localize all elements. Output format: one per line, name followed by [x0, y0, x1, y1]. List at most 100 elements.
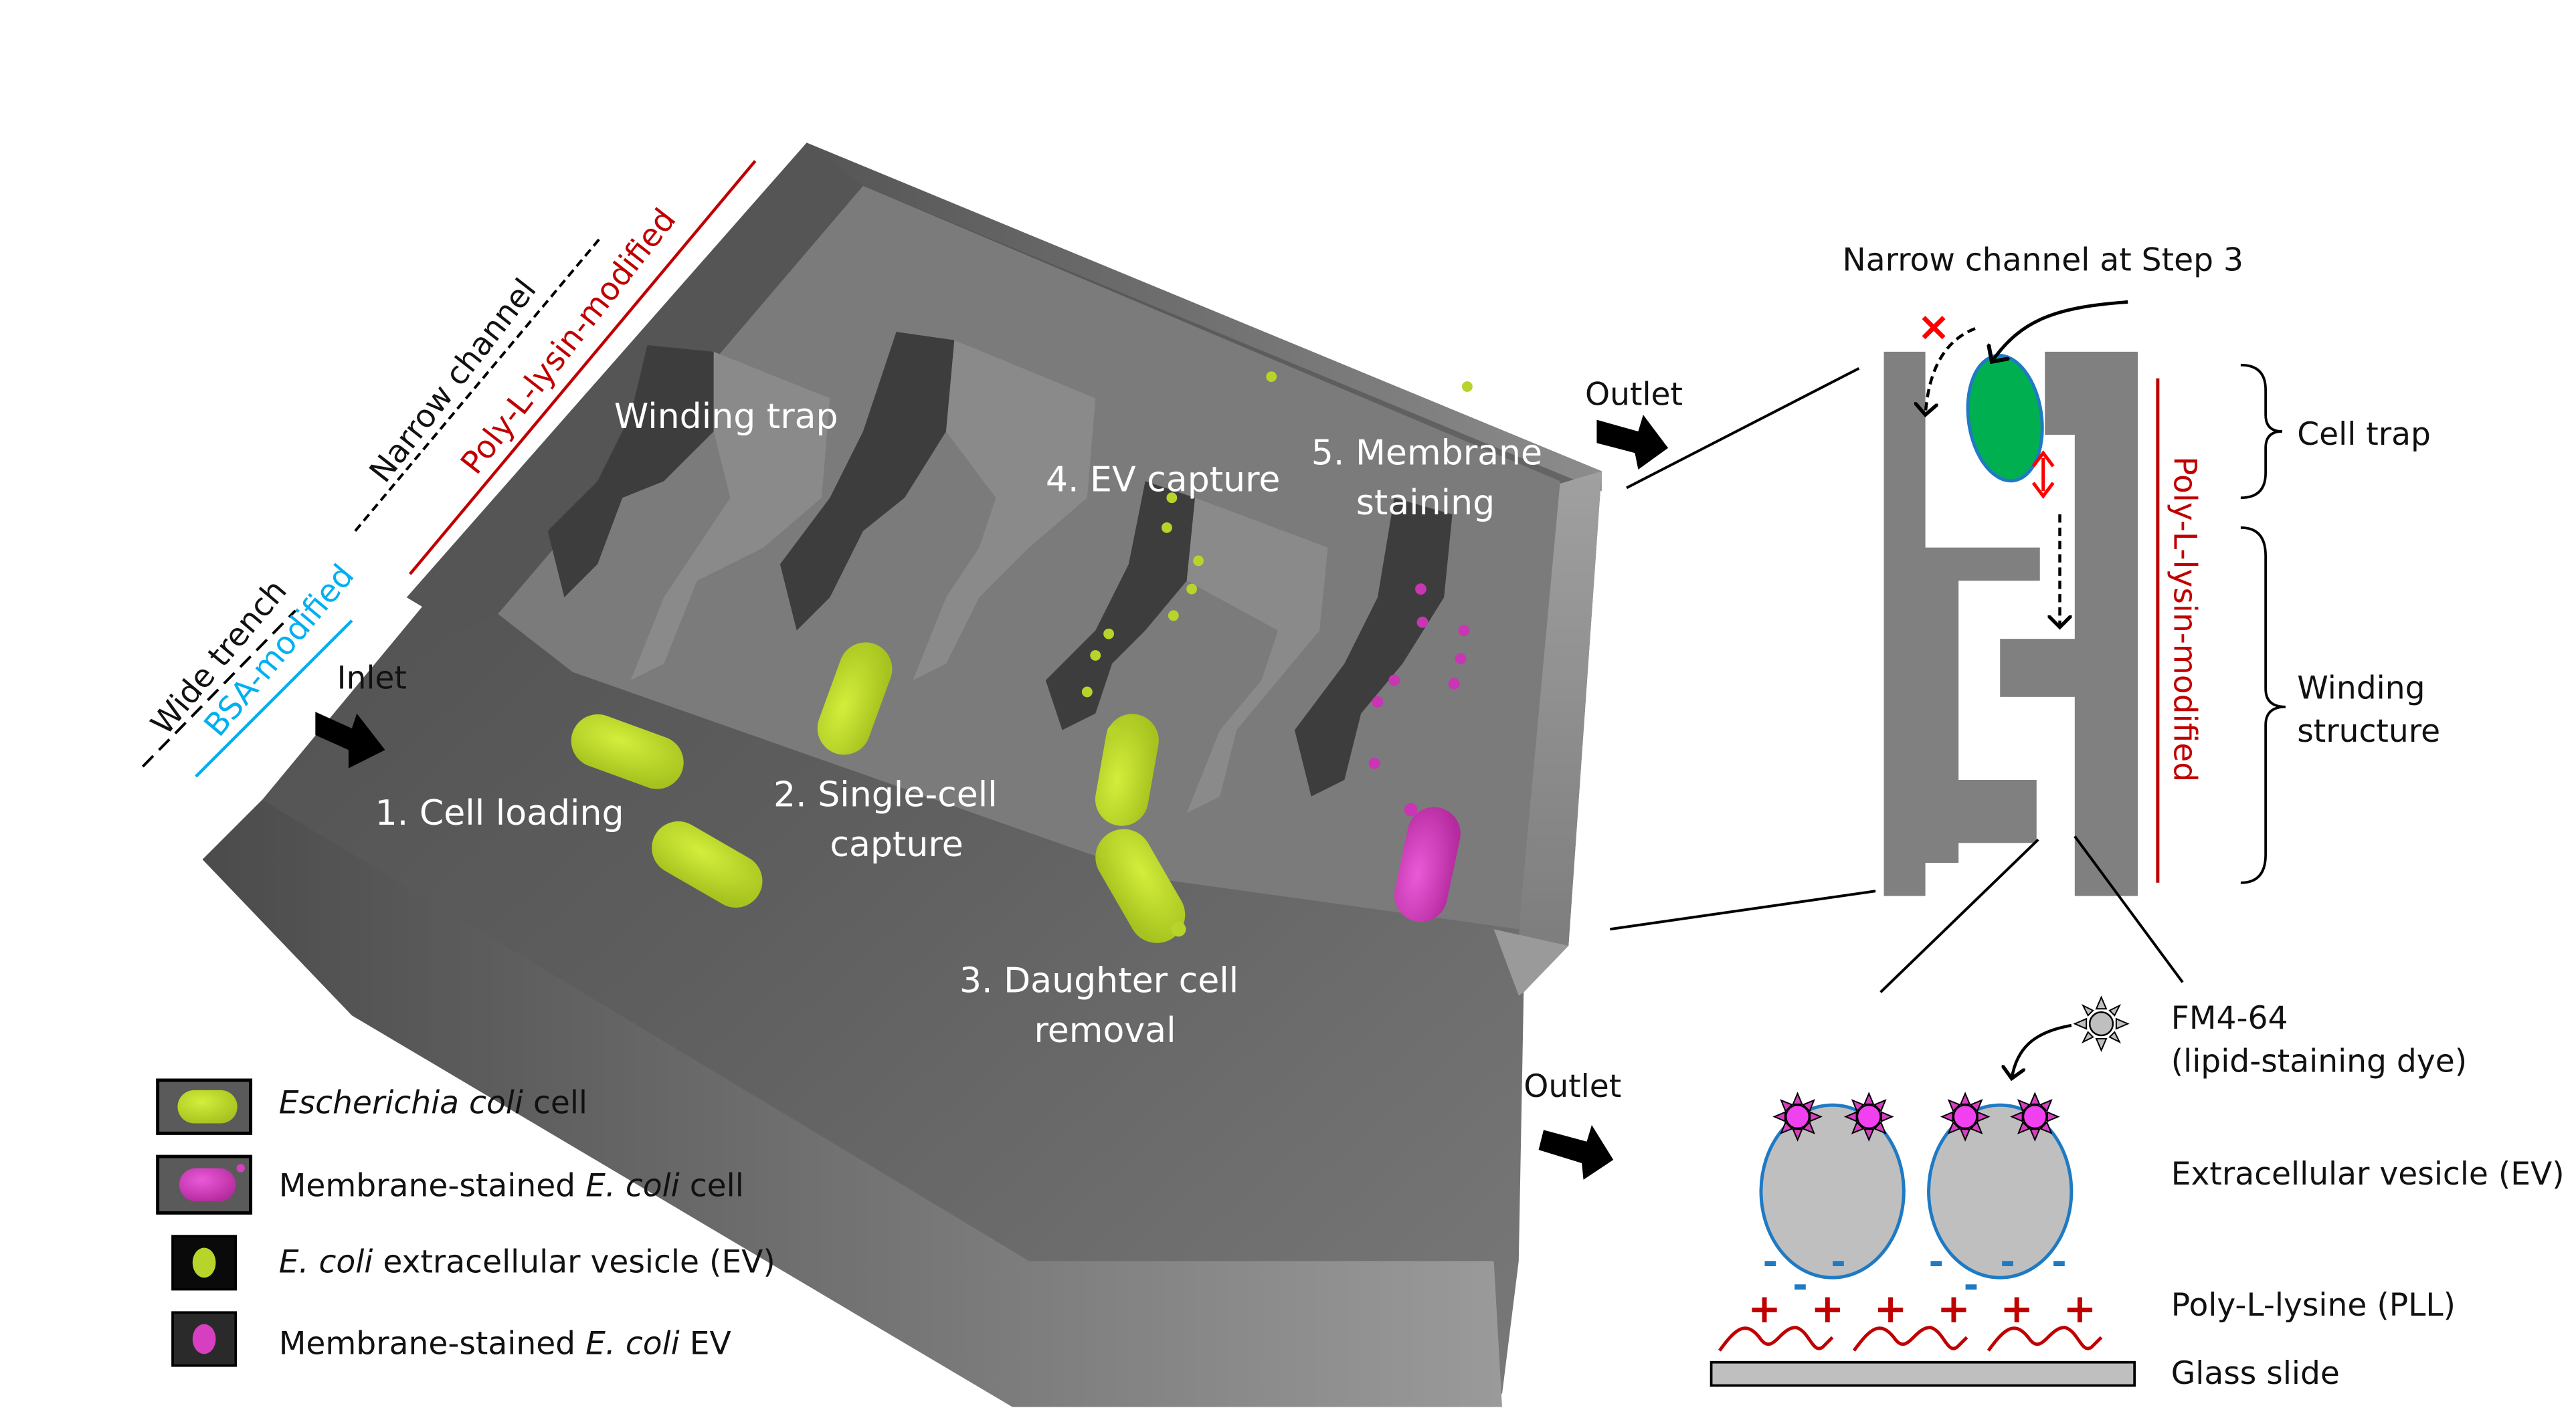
incoming-flow-arrow-icon	[1992, 300, 2128, 361]
step-5-label-line1: 5. Membrane	[1311, 433, 1542, 474]
ev-particle	[1166, 492, 1178, 504]
fm4-64-label-line2: (lipid-staining dye)	[2171, 1043, 2467, 1080]
winding-brace	[2240, 526, 2286, 884]
stained-ev-budding	[1404, 803, 1418, 817]
zoom-line	[1626, 367, 1860, 490]
magenta-cell-icon	[156, 1154, 253, 1215]
ev-particle	[1090, 649, 1101, 661]
zoom-line	[2074, 835, 2184, 983]
blocked-mark: ×	[1917, 304, 1950, 350]
ev-particle	[1461, 381, 1473, 392]
magenta-ev-particles	[1368, 583, 1470, 769]
ecoli-cell	[652, 821, 763, 908]
negative-charge: -	[1831, 1240, 1846, 1283]
cell-trap-label: Cell trap	[2297, 416, 2431, 453]
zoom-line	[1879, 838, 2039, 993]
winding-trap-blocks	[630, 340, 1328, 813]
pll-side-label: Poly-L-lysin-modified	[2167, 456, 2203, 782]
winding-structure-label-line2: structure	[2297, 713, 2440, 750]
positive-charge: +	[1748, 1286, 1781, 1332]
ev-particle	[1193, 555, 1204, 567]
extracellular-vesicle	[1927, 1103, 2074, 1280]
green-ev-icon	[171, 1235, 238, 1291]
ev-particle	[1186, 583, 1198, 595]
positive-charge: +	[2063, 1286, 2096, 1332]
winding-trap-label: Winding trap	[614, 397, 838, 437]
wide-trench-dashed-line	[141, 609, 296, 768]
ev-capture-detail: FM4-64 (lipid-staining dye) Extracellula…	[1710, 835, 2565, 1392]
negative-charge: -	[1792, 1263, 1808, 1306]
cell-trap-brace	[2240, 363, 2282, 500]
green-ev-particles	[1081, 371, 1473, 698]
step-2-label-line2: capture	[830, 825, 963, 865]
blocked-flow-arrow-icon	[1926, 327, 1976, 415]
winding-trap-columns	[547, 332, 1453, 797]
step-2-label-line1: 2. Single-cell	[773, 775, 998, 815]
pll-label: Poly-L-lysine (PLL)	[2171, 1287, 2456, 1324]
ev-particle	[1081, 686, 1093, 698]
narrow-channel-dashed-line	[354, 236, 602, 532]
step-3-label-line1: 3. Daughter cell	[959, 960, 1238, 1001]
pll-polymer-waves	[1718, 1326, 2103, 1352]
positive-charge: +	[1811, 1286, 1844, 1332]
legend: Escherichia coli cell Membrane-stained E…	[156, 1078, 775, 1367]
outlet-bottom-label: Outlet	[1524, 1068, 1621, 1105]
glass-slide	[1710, 1360, 2136, 1387]
ev-budding	[1171, 922, 1186, 937]
stained-ev-particle	[1415, 583, 1427, 595]
pll-modified-red-line	[409, 160, 757, 575]
gap-double-arrow-icon	[2031, 450, 2055, 499]
negative-charge: -	[2051, 1240, 2067, 1283]
magenta-ev-icon	[171, 1311, 238, 1367]
negative-charge: -	[1762, 1240, 1778, 1283]
fm4-64-dye-icon	[2073, 995, 2130, 1052]
negative-charges: - - - - - - -	[1762, 1240, 2066, 1306]
extracellular-vesicle	[1759, 1103, 1906, 1280]
device-chamber-floor	[498, 185, 1560, 930]
stained-ev-particle	[1372, 696, 1384, 708]
glass-slide-label: Glass slide	[2171, 1355, 2340, 1392]
dye-binding-arrow-icon	[2012, 1023, 2072, 1078]
legend-item: Escherichia coli cell	[279, 1085, 587, 1122]
trapped-cell	[1966, 354, 2044, 483]
step-3-label-line2: removal	[1034, 1011, 1176, 1051]
outlet-top-label: Outlet	[1585, 376, 1683, 413]
ev-budding	[1107, 725, 1121, 738]
ev-particle	[1168, 610, 1179, 621]
narrow-channel-detail: Narrow channel at Step 3 × Poly-L-lysin-…	[1609, 241, 2440, 931]
negative-charge: -	[1929, 1240, 1944, 1283]
channel-detail-title: Narrow channel at Step 3	[1843, 241, 2243, 278]
ev-particle	[1161, 522, 1172, 533]
ecoli-cell	[571, 714, 684, 789]
green-cell-icon	[156, 1078, 253, 1135]
stained-ev-particle	[1368, 757, 1380, 769]
step-1-label: 1. Cell loading	[375, 793, 624, 833]
channel-left-wall	[1883, 351, 2040, 896]
inlet-label: Inlet	[337, 660, 407, 697]
ev-particle	[1103, 628, 1115, 639]
ecoli-daughter-cell	[1095, 829, 1186, 943]
bound-dye-molecule	[1843, 1092, 1894, 1142]
stained-ev-particle	[1448, 678, 1460, 690]
stained-ev-particle	[1455, 653, 1467, 665]
stained-ev-particle	[1388, 674, 1400, 686]
bound-dye-molecule	[1772, 1092, 1823, 1142]
microfluidic-device-render: Winding trap 1. Cell loading 2. Single-c…	[202, 142, 1602, 1407]
legend-item: Membrane-stained E. coli EV	[279, 1325, 731, 1362]
inlet-arrow-icon	[315, 712, 385, 769]
fm4-64-label-line1: FM4-64	[2171, 1000, 2288, 1037]
bsa-modified-blue-line	[195, 619, 353, 778]
green-cells	[571, 642, 1186, 943]
channel-right-wall	[2000, 351, 2138, 896]
legend-item: E. coli extracellular vesicle (EV)	[279, 1244, 775, 1281]
positive-charge: +	[1874, 1286, 1908, 1332]
ecoli-cell	[817, 642, 893, 755]
outlet-bottom-arrow-icon	[1538, 1124, 1614, 1180]
ecoli-cell	[1095, 714, 1159, 826]
negative-charge: -	[1964, 1263, 1979, 1306]
device-base-front	[202, 799, 1503, 1407]
bound-dye-molecules	[1772, 1092, 2060, 1142]
ev-particle	[1266, 371, 1277, 383]
positive-charge: +	[1937, 1286, 1970, 1332]
